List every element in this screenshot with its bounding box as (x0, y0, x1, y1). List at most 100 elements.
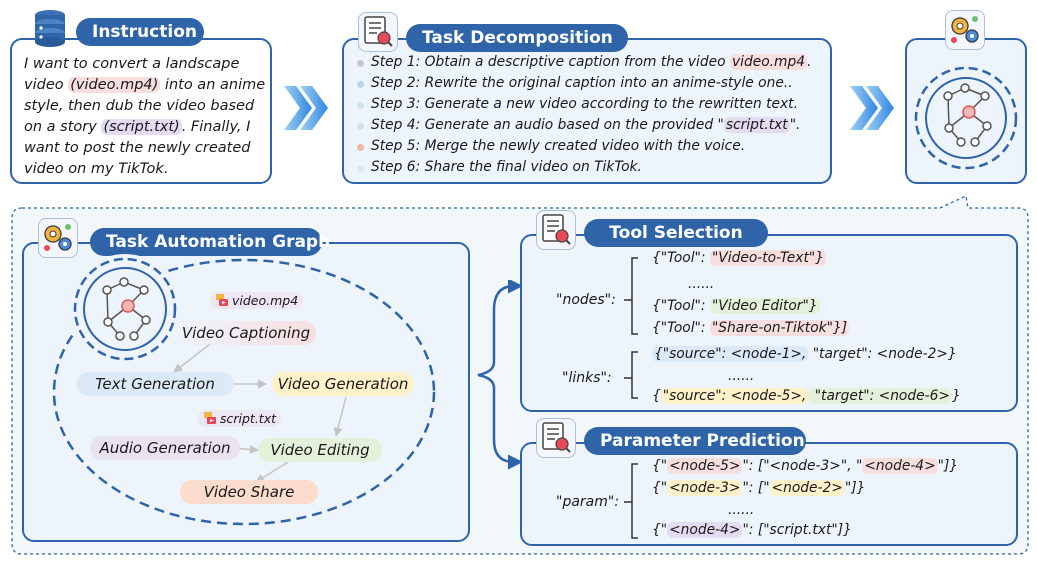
tool-node-line: {"Tool": "Video Editor"} (652, 298, 820, 314)
text-segment: {"source": <node-1>, (652, 346, 809, 362)
node-text-generation: Text Generation (76, 372, 234, 396)
tool-selection-title: Tool Selection (584, 219, 768, 247)
text-segment: { (652, 388, 661, 404)
tool-node-line: {"Tool": "Share-on-Tiktok"}] (652, 320, 850, 336)
step-bullet (357, 102, 364, 109)
text-segment: Step 1: Obtain a descriptive caption fro… (371, 54, 730, 70)
text-segment: "Video-to-Text"} (709, 250, 826, 266)
text-segment: "target": <node-6> (808, 388, 952, 404)
gears-icon (945, 10, 985, 50)
text-segment: {" (652, 458, 668, 474)
text-segment: I want to convert a landscape (24, 56, 240, 72)
decomposition-title: Task Decomposition (406, 24, 628, 52)
text-segment: "source": <node-5>, (660, 388, 809, 404)
instruction-line: want to post the newly created (24, 138, 265, 159)
param-line: {"<node-5>": ["<node-3>", "<node-4>"]} (652, 458, 958, 474)
nodes-key: "nodes": (556, 292, 616, 308)
text-segment: want to post the newly created (24, 140, 251, 156)
param-line: {"<node-4>": ["script.txt"]} (652, 522, 852, 538)
node-video-editing: Video Editing (258, 438, 382, 462)
parameter-prediction-panel: "param": {"<node-5>": ["<node-3>", "<nod… (520, 442, 1018, 546)
database-icon (32, 8, 72, 48)
text-segment: Step 3: Generate a new video according t… (371, 96, 798, 112)
text-segment: video.mp4 (729, 54, 808, 70)
gears-icon-2 (38, 218, 78, 258)
text-segment: . (807, 54, 812, 70)
text-segment: Step 2: Rewrite the original caption int… (371, 75, 793, 91)
instruction-title: Instruction (76, 18, 204, 46)
step-4: Step 4: Generate an audio based on the p… (371, 117, 800, 133)
links-key: "links": (562, 370, 612, 386)
text-segment: <node-4> (667, 522, 743, 538)
step-bullet (357, 60, 364, 67)
graph-network-icon (914, 66, 1018, 170)
text-segment: into an anime (160, 77, 266, 93)
step-1: Step 1: Obtain a descriptive caption fro… (371, 54, 811, 70)
text-segment: "Video Editor"} (709, 298, 820, 314)
text-segment: <node-2> (769, 480, 845, 496)
step-bullet (357, 123, 364, 130)
checklist-icon-3 (536, 418, 576, 458)
connector-brace (477, 280, 523, 470)
node-video-captioning: Video Captioning (176, 321, 316, 345)
instruction-line: I want to convert a landscape (24, 54, 265, 75)
text-segment: ": ["script.txt"]} (742, 522, 852, 538)
text-segment: "]} (937, 458, 959, 474)
step-bullet (357, 165, 364, 172)
tool-link-line: {"source": <node-1>, "target": <node-2>} (652, 346, 957, 362)
text-segment: script.txt (723, 117, 790, 133)
node-audio-generation: Audio Generation (90, 436, 240, 460)
instruction-panel: I want to convert a landscape video (vide… (10, 38, 272, 184)
text-segment: ...... (728, 368, 755, 384)
step-3: Step 3: Generate a new video according t… (371, 96, 798, 112)
text-segment: } (951, 388, 961, 404)
tool-link-line: ...... (728, 368, 754, 384)
text-segment: <node-3> (667, 480, 743, 496)
tool-node-line: ...... (688, 276, 714, 292)
video-file-icon (216, 294, 228, 306)
text-segment: (script.txt) (101, 119, 182, 135)
text-segment: style, then dub the video based (24, 98, 255, 114)
text-segment: on a story (24, 119, 102, 135)
instruction-line: style, then dub the video based (24, 96, 265, 117)
param-line: {"<node-3>": ["<node-2>"]} (652, 480, 865, 496)
tool-selection-panel: "nodes": "links": {"Tool": "Video-to-Tex… (520, 234, 1018, 412)
text-segment: video on my TikTok. (24, 161, 169, 177)
checklist-icon-2 (536, 210, 576, 250)
text-segment: {"Tool": (652, 250, 710, 266)
text-segment: video (24, 77, 69, 93)
text-segment: ": ["<node-3>", " (742, 458, 863, 474)
param-bracket (624, 463, 638, 539)
node-video-generation: Video Generation (272, 372, 414, 396)
tool-brackets (624, 257, 638, 399)
step-bullet (357, 81, 364, 88)
text-segment: <node-5> (667, 458, 743, 474)
instruction-text: I want to convert a landscape video (vide… (24, 54, 265, 180)
file-script-label: script.txt (198, 410, 282, 427)
text-segment: Step 4: Generate an audio based on the p… (371, 117, 724, 133)
step-bullet (357, 144, 364, 151)
text-segment: {"Tool": (652, 320, 710, 336)
text-segment: ...... (688, 276, 715, 292)
result-panel (905, 38, 1027, 184)
tool-link-line: {"source": <node-5>, "target": <node-6>} (652, 388, 961, 404)
parameter-prediction-title: Parameter Prediction (584, 427, 806, 455)
checklist-icon (358, 12, 398, 52)
step-2: Step 2: Rewrite the original caption int… (371, 75, 793, 91)
file-video-label: video.mp4 (210, 292, 304, 309)
text-segment: Step 5: Merge the newly created video wi… (371, 138, 746, 154)
text-segment: <node-4> (862, 458, 938, 474)
file-video-name: video.mp4 (232, 293, 299, 308)
step-6: Step 6: Share the final video on TikTok. (371, 159, 642, 175)
instruction-line: video on my TikTok. (24, 159, 265, 180)
automation-graph-canvas (52, 254, 436, 526)
text-segment: {" (652, 480, 668, 496)
text-segment: ". (789, 117, 801, 133)
text-segment: {"Tool": (652, 298, 710, 314)
decomposition-panel: Step 1: Obtain a descriptive caption fro… (342, 38, 832, 184)
instruction-line: on a story (script.txt). Finally, I (24, 117, 265, 138)
text-segment: Step 6: Share the final video on TikTok. (371, 159, 642, 175)
node-video-share: Video Share (180, 480, 318, 504)
automation-graph-title: Task Automation Graph (90, 228, 330, 256)
instruction-line: video (video.mp4) into an anime (24, 75, 265, 96)
